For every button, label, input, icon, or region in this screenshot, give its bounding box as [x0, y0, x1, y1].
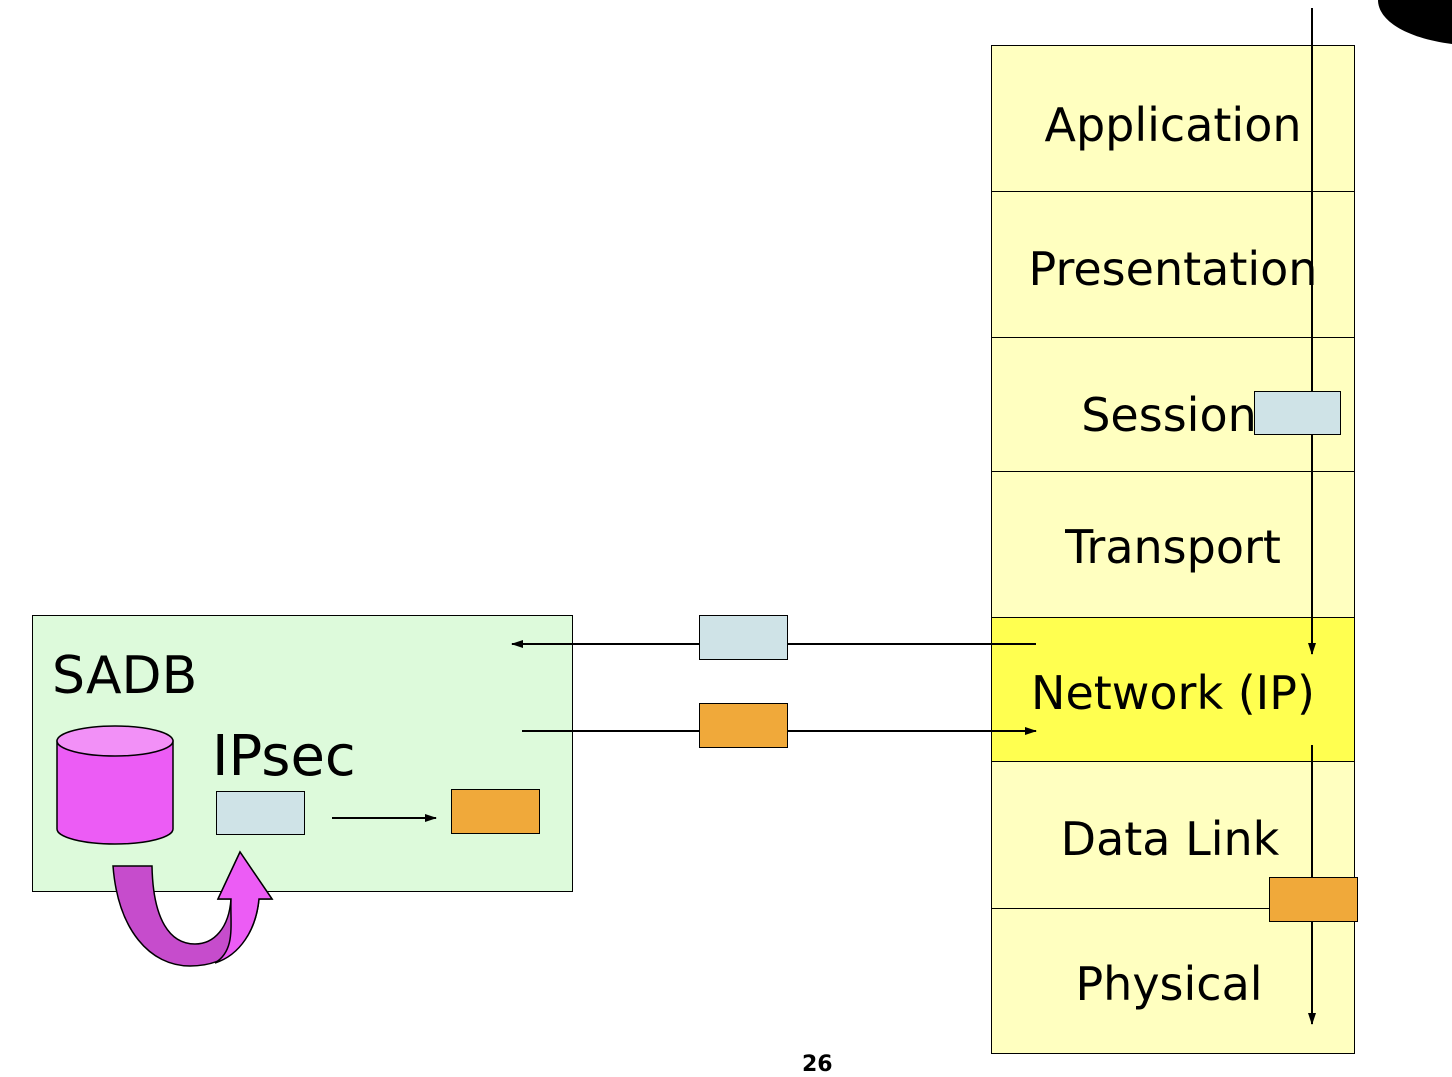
ipsec-output-packet — [451, 789, 540, 834]
layer-transport: Transport — [991, 471, 1355, 618]
database-cylinder-icon — [56, 725, 174, 845]
ipsec-label: IPsec — [212, 724, 356, 789]
corner-shape — [1378, 0, 1452, 44]
layer-label: Network (IP) — [1031, 666, 1315, 720]
layer-label: Session — [1081, 388, 1257, 442]
layer-physical: Physical — [991, 908, 1355, 1054]
layer-network: Network (IP) — [991, 617, 1355, 762]
encrypted-packet-data-link — [1269, 877, 1358, 922]
encrypted-packet-from-sadb — [699, 703, 788, 748]
layer-label: Presentation — [1028, 242, 1318, 296]
layer-label: Application — [1044, 98, 1302, 152]
layer-session: Session — [991, 337, 1355, 472]
layer-application: Application — [991, 45, 1355, 192]
layer-label: Transport — [1065, 520, 1281, 574]
sadb-title: SADB — [52, 646, 198, 706]
curved-arrow-head-icon — [214, 850, 274, 964]
layer-label: Data Link — [1060, 812, 1280, 866]
clear-packet-session — [1254, 391, 1341, 435]
layer-label: Physical — [1075, 957, 1263, 1011]
ipsec-input-packet — [216, 791, 305, 835]
clear-packet-to-sadb — [699, 615, 788, 660]
